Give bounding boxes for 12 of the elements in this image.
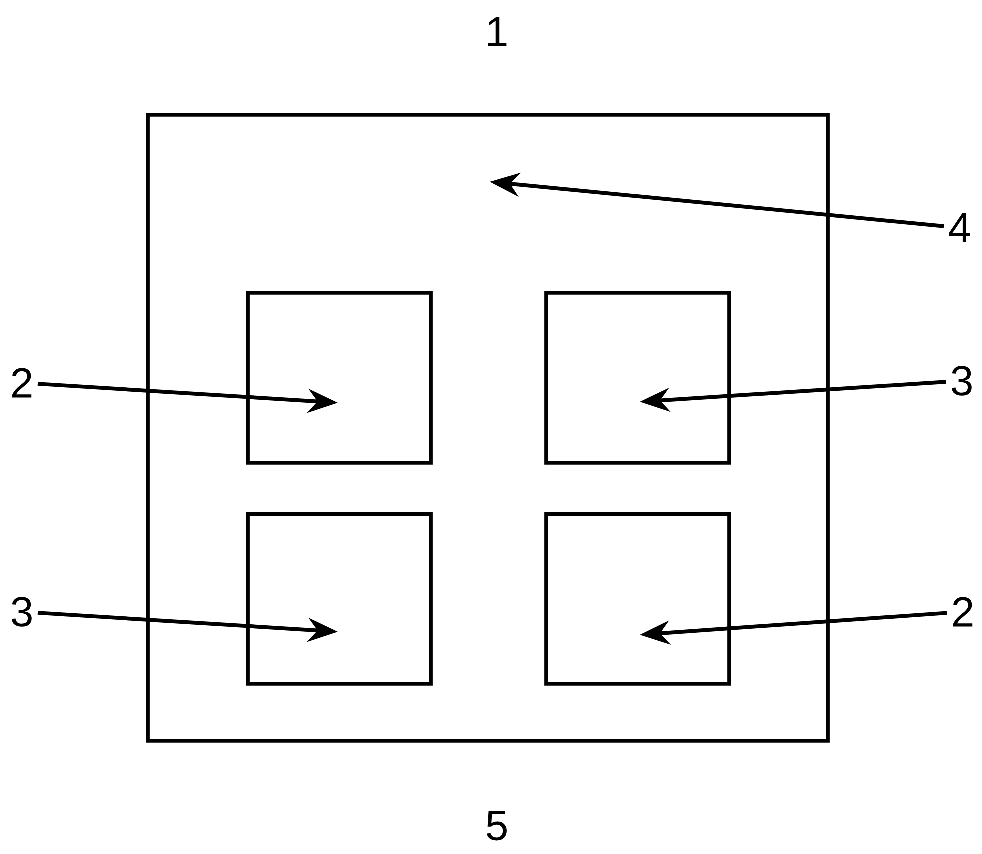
callout-number: 1 [488, 18, 507, 46]
callout-number: 4 [949, 214, 970, 242]
callout-number: 3 [12, 597, 32, 627]
callout-number: 5 [487, 811, 507, 841]
outer-frame [146, 113, 830, 743]
inner-square [544, 291, 732, 465]
inner-square [246, 512, 433, 686]
callout-number: 2 [12, 368, 32, 398]
inner-square [246, 291, 433, 465]
inner-square [544, 512, 732, 686]
callout-number: 2 [953, 597, 973, 627]
callout-number: 3 [952, 366, 972, 396]
